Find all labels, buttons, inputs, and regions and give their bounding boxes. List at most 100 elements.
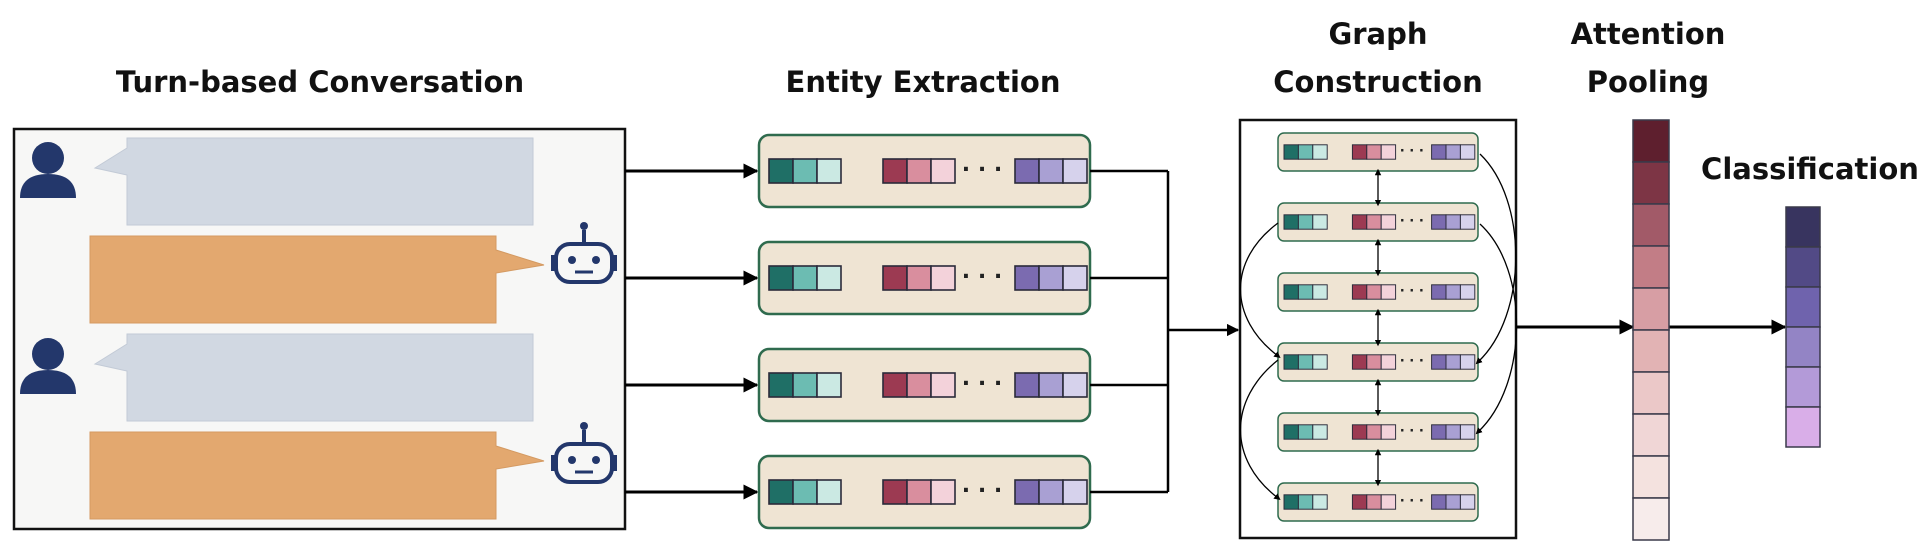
entity-cell: [1445, 494, 1461, 510]
entity-cell: [1459, 354, 1476, 370]
graph-node: · · ·: [1277, 342, 1479, 382]
robot-icon: [551, 222, 617, 284]
entity-cell: [1459, 284, 1476, 300]
entity-cell: [1062, 372, 1088, 398]
entity-cell: [792, 158, 818, 184]
entity-cell: [1380, 424, 1397, 440]
graph-node: · · ·: [1277, 272, 1479, 312]
ellipsis-text: · · ·: [1400, 284, 1424, 299]
entity-cell: [816, 265, 842, 291]
entity-cell: [1445, 144, 1461, 160]
entity-cell: [1062, 158, 1088, 184]
entity-cell: [930, 372, 956, 398]
entity-cell: [1283, 494, 1299, 510]
entity-extraction-boxes: · · ·· · ·· · ·· · ·: [757, 133, 1092, 530]
ellipsis-text: · · ·: [1400, 494, 1424, 509]
entity-cell: [1445, 284, 1461, 300]
title-graph-line2: Construction: [1273, 65, 1483, 99]
entity-cell: [1062, 265, 1088, 291]
entity-cell: [1431, 494, 1447, 510]
entity-cell: [1312, 424, 1328, 440]
user-message-bubble: [93, 137, 534, 226]
entity-cell: [1431, 354, 1447, 370]
title-graph-line1: Graph: [1328, 17, 1427, 51]
attention-cell: [1632, 119, 1670, 163]
entity-cell: [1014, 265, 1040, 291]
entity-cell: [1431, 284, 1447, 300]
graph-nodes: · · ·· · ·· · ·· · ·· · ·· · ·: [1277, 132, 1479, 522]
entity-cell: [1380, 354, 1397, 370]
entity-cell: [1297, 424, 1314, 440]
entity-cell: [882, 158, 908, 184]
entity-cell: [882, 265, 908, 291]
entity-cell: [1038, 265, 1064, 291]
entity-cell: [768, 158, 794, 184]
entity-cell: [1380, 284, 1397, 300]
title-classification: Classification: [1701, 152, 1919, 186]
attention-pooling-column: [1632, 119, 1670, 541]
entity-cell: [1351, 144, 1368, 160]
entity-cell: [1431, 144, 1447, 160]
entity-cell: [1038, 372, 1064, 398]
attention-cell: [1632, 203, 1670, 247]
attention-cell: [1632, 497, 1670, 541]
entity-cell: [1312, 284, 1328, 300]
attention-cell: [1632, 287, 1670, 331]
entity-cell: [816, 372, 842, 398]
entity-cell: [1283, 354, 1299, 370]
entity-cell: [1297, 284, 1314, 300]
attention-cell: [1632, 455, 1670, 499]
entity-cell: [906, 372, 932, 398]
title-conversation: Turn-based Conversation: [116, 65, 524, 99]
entity-cell: [1014, 158, 1040, 184]
entity-cell: [816, 479, 842, 505]
entity-cell: [906, 158, 932, 184]
entity-to-graph-connector: [1090, 169, 1240, 494]
entity-cell: [1283, 144, 1299, 160]
graph-node: · · ·: [1277, 132, 1479, 172]
entity-cell: [1459, 424, 1476, 440]
entity-cell: [1366, 144, 1382, 160]
entity-cell: [1297, 494, 1314, 510]
entity-box: · · ·: [757, 347, 1092, 423]
entity-cell: [1445, 354, 1461, 370]
entity-cell: [792, 265, 818, 291]
entity-cell: [816, 158, 842, 184]
entity-cell: [1283, 284, 1299, 300]
entity-cell: [1366, 284, 1382, 300]
ellipsis-text: · · ·: [1400, 214, 1424, 229]
entity-cell: [1351, 214, 1368, 230]
entity-cell: [768, 372, 794, 398]
ellipsis-text: · · ·: [1400, 354, 1424, 369]
entity-cell: [792, 372, 818, 398]
entity-cell: [1312, 214, 1328, 230]
ellipsis-text: · · ·: [962, 157, 1002, 182]
entity-cell: [1380, 494, 1397, 510]
entity-cell: [1297, 214, 1314, 230]
title-attention-line2: Pooling: [1587, 65, 1709, 99]
entity-cell: [1380, 144, 1397, 160]
ellipsis-text: · · ·: [962, 371, 1002, 396]
ellipsis-text: · · ·: [962, 264, 1002, 289]
user-icon: [20, 142, 76, 198]
entity-cell: [1431, 214, 1447, 230]
entity-cell: [906, 265, 932, 291]
attention-cell: [1632, 371, 1670, 415]
entity-cell: [1038, 479, 1064, 505]
entity-cell: [1459, 494, 1476, 510]
entity-cell: [1366, 354, 1382, 370]
entity-cell: [1366, 424, 1382, 440]
classification-cell: [1785, 366, 1821, 408]
entity-cell: [930, 479, 956, 505]
classification-cell: [1785, 206, 1821, 248]
entity-cell: [930, 158, 956, 184]
bot-message-bubble: [89, 235, 545, 324]
title-attention-line1: Attention: [1571, 17, 1726, 51]
attention-cell: [1632, 245, 1670, 289]
entity-cell: [1445, 424, 1461, 440]
entity-cell: [1445, 214, 1461, 230]
entity-cell: [1283, 214, 1299, 230]
entity-cell: [1038, 158, 1064, 184]
entity-cell: [1351, 354, 1368, 370]
entity-cell: [1366, 494, 1382, 510]
